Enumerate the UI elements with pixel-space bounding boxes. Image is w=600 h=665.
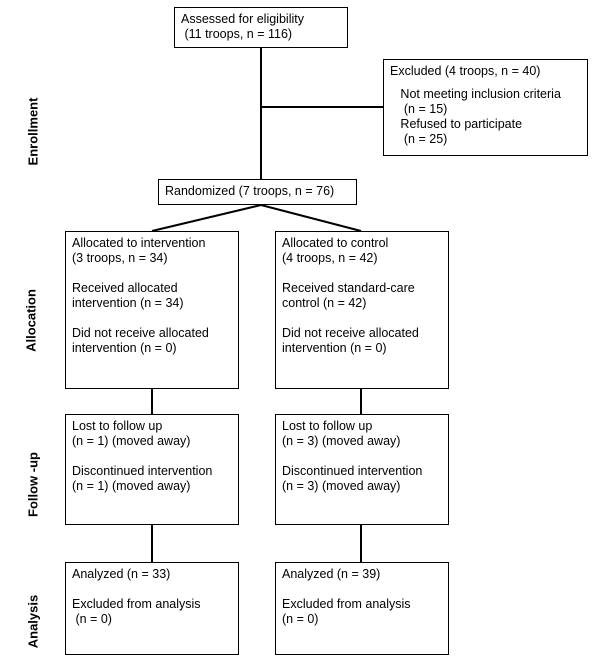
box-line: Allocated to intervention (72, 236, 206, 250)
box-line: intervention (n = 0) (282, 341, 387, 355)
box-line: (3 troops, n = 34) (72, 251, 168, 265)
excluded-line: (n = 25) (390, 132, 448, 146)
excluded-box: Excluded (4 troops, n = 40) Not meeting … (383, 59, 588, 156)
box-line: Received allocated (72, 281, 178, 295)
control-allocation-box: Allocated to control (4 troops, n = 42) … (275, 231, 449, 389)
connector-intervention-alloc-to-followup (151, 389, 153, 414)
box-line: Lost to follow up (72, 419, 163, 433)
assessed-line: (11 troops, n = 116) (181, 27, 293, 41)
box-line: Received standard-care (282, 281, 415, 295)
excluded-line: Refused to participate (390, 117, 523, 131)
intervention-allocation-box: Allocated to intervention (3 troops, n =… (65, 231, 239, 389)
excluded-line: Not meeting inclusion criteria (390, 87, 561, 101)
box-line: Analyzed (n = 39) (282, 567, 381, 581)
box-line: intervention (n = 0) (72, 341, 177, 355)
box-line: (4 troops, n = 42) (282, 251, 378, 265)
box-line: Excluded from analysis (72, 597, 201, 611)
box-line: (n = 3) (moved away) (282, 479, 401, 493)
box-line: (n = 1) (moved away) (72, 479, 191, 493)
box-line: Discontinued intervention (282, 464, 423, 478)
control-analysis-box: Analyzed (n = 39) Excluded from analysis… (275, 562, 449, 655)
assessed-line: Assessed for eligibility (181, 12, 304, 26)
connector-assessed-to-randomized (260, 47, 262, 179)
box-line: (n = 0) (72, 612, 112, 626)
box-line: Did not receive allocated (72, 326, 209, 340)
box-line: Did not receive allocated (282, 326, 419, 340)
box-line: Discontinued intervention (72, 464, 213, 478)
connector-to-excluded (261, 106, 383, 108)
box-line: Analyzed (n = 33) (72, 567, 171, 581)
box-line: intervention (n = 34) (72, 296, 184, 310)
box-line: Allocated to control (282, 236, 389, 250)
connector-intervention-followup-to-analysis (151, 525, 153, 562)
connector-control-alloc-to-followup (360, 389, 362, 414)
intervention-analysis-box: Analyzed (n = 33) Excluded from analysis… (65, 562, 239, 655)
assessed-box: Assessed for eligibility (11 troops, n =… (174, 7, 348, 48)
intervention-followup-box: Lost to follow up (n = 1) (moved away) D… (65, 414, 239, 525)
control-followup-box: Lost to follow up (n = 3) (moved away) D… (275, 414, 449, 525)
box-line: Lost to follow up (282, 419, 373, 433)
box-line: control (n = 42) (282, 296, 367, 310)
randomized-label: Randomized (7 troops, n = 76) (165, 184, 335, 198)
box-line: Excluded from analysis (282, 597, 411, 611)
connector-control-followup-to-analysis (360, 525, 362, 562)
box-line: (n = 0) (282, 612, 319, 626)
box-line: (n = 1) (moved away) (72, 434, 191, 448)
randomized-box: Randomized (7 troops, n = 76) (158, 179, 357, 205)
excluded-line: Excluded (4 troops, n = 40) (390, 64, 541, 78)
excluded-line: (n = 15) (390, 102, 448, 116)
box-line: (n = 3) (moved away) (282, 434, 401, 448)
